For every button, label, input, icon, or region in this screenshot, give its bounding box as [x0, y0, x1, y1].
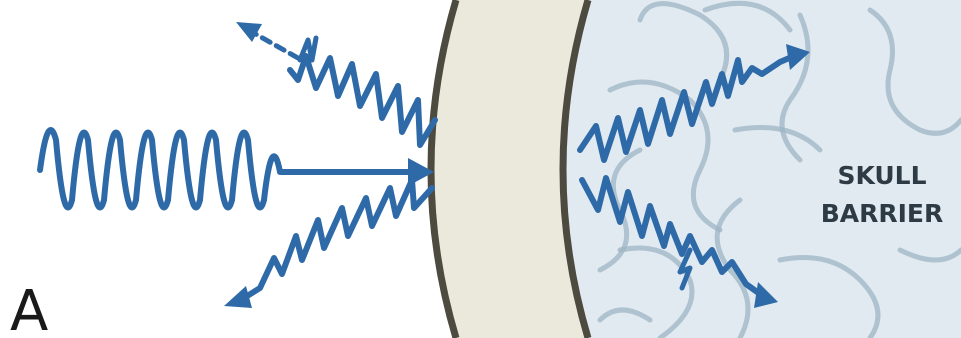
scattered-arrowhead-upper: [236, 22, 262, 42]
reflected-wave-upper: [236, 22, 435, 145]
barrier-label-line1: SKULL: [837, 161, 926, 190]
sine-wave-arrow-icon: [40, 130, 412, 208]
skull-bone: [431, 0, 588, 338]
dashed-arrow-icon: [252, 32, 298, 58]
zigzag-arrow-icon: [290, 56, 435, 145]
zigzag-arrow-icon: [244, 180, 432, 298]
incident-wave: [40, 130, 434, 208]
panel-label: A: [10, 279, 48, 338]
barrier-label-line2: BARRIER: [821, 199, 944, 228]
reflected-arrowhead-lower: [224, 286, 252, 308]
